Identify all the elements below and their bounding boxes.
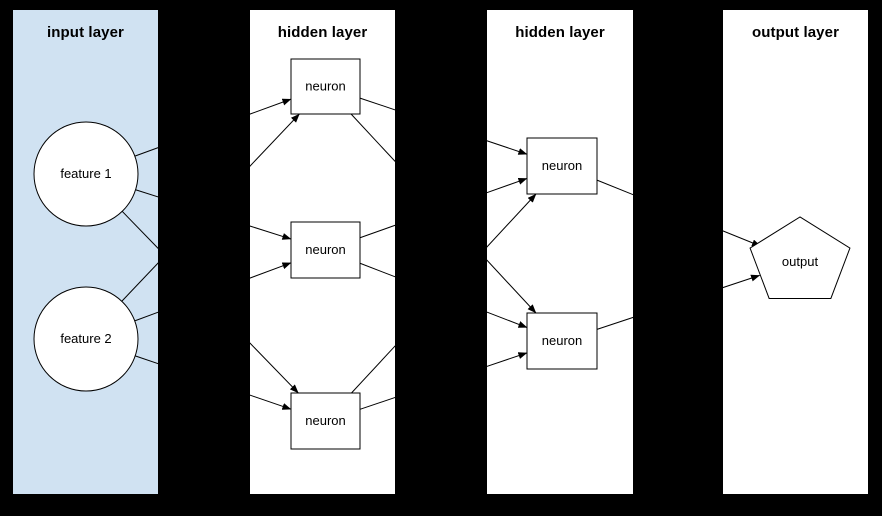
connection-feature-1-to-h1-neuron-2 xyxy=(135,189,158,198)
connection-h1-neuron-2-to-h2-neuron-1 xyxy=(359,224,395,239)
connection-h1-neuron-3-to-h2-neuron-1 xyxy=(351,345,395,394)
hidden-layer-1-graphics: neuron neuron neuron xyxy=(250,58,395,450)
connection-h2-neuron-1-to-output-node xyxy=(596,179,633,196)
node-h2-neuron-1[interactable]: neuron xyxy=(526,137,598,195)
connection-h2-neuron-2-to-output-node xyxy=(723,274,761,289)
node-output-node[interactable]: output xyxy=(749,216,851,299)
connection-h2-neuron-1-to-output-node xyxy=(723,230,761,247)
node-label-feature-2: feature 2 xyxy=(60,331,111,346)
connection-feature-2-to-h1-neuron-1 xyxy=(250,113,300,167)
rect-shape-h2-neuron-1 xyxy=(526,137,598,195)
node-label-feature-1: feature 1 xyxy=(60,166,111,181)
connection-h1-neuron-1-to-h2-neuron-1 xyxy=(487,140,528,155)
layer-panel-input[interactable]: input layer feature 1 feature 2 xyxy=(13,10,158,494)
connection-feature-1-to-h1-neuron-1 xyxy=(250,98,292,115)
node-label-h2-neuron-1: neuron xyxy=(542,158,582,173)
connection-feature-1-to-h1-neuron-3 xyxy=(121,210,158,249)
connection-h1-neuron-1-to-h2-neuron-1 xyxy=(359,97,395,111)
output-layer-graphics: output xyxy=(723,216,851,299)
connection-h1-neuron-3-to-h2-neuron-2 xyxy=(487,352,528,367)
connection-h1-neuron-1-to-h2-neuron-2 xyxy=(487,259,537,314)
rect-shape-h1-neuron-3 xyxy=(290,392,361,450)
node-label-h1-neuron-1: neuron xyxy=(305,79,345,94)
node-feature-1[interactable]: feature 1 xyxy=(33,121,139,227)
connection-feature-2-to-h1-neuron-3 xyxy=(250,394,292,410)
rect-shape-h2-neuron-2 xyxy=(526,312,598,370)
connection-feature-1-to-h1-neuron-1 xyxy=(134,147,158,157)
pentagon-shape-output-node xyxy=(749,216,851,299)
node-label-h2-neuron-2: neuron xyxy=(542,333,582,348)
connection-feature-2-to-h1-neuron-2 xyxy=(134,311,158,322)
connection-h1-neuron-2-to-h2-neuron-2 xyxy=(359,262,395,278)
layer-title-hidden-1: hidden layer xyxy=(277,24,368,41)
node-h1-neuron-3[interactable]: neuron xyxy=(290,392,361,450)
connection-h1-neuron-2-to-h2-neuron-2 xyxy=(487,311,528,328)
node-label-h1-neuron-3: neuron xyxy=(305,413,345,428)
connection-feature-1-to-h1-neuron-2 xyxy=(250,225,292,240)
node-h1-neuron-1[interactable]: neuron xyxy=(290,58,361,115)
input-layer-graphics: feature 1 feature 2 xyxy=(33,121,158,392)
connection-feature-1-to-h1-neuron-3 xyxy=(250,342,299,394)
connection-h1-neuron-3-to-h2-neuron-1 xyxy=(487,193,537,248)
layer-panel-output[interactable]: output layer output xyxy=(723,10,868,494)
circle-shape-feature-1 xyxy=(33,121,139,227)
rect-shape-h1-neuron-1 xyxy=(290,58,361,115)
connection-h2-neuron-2-to-output-node xyxy=(596,316,633,330)
connection-h1-neuron-1-to-h2-neuron-2 xyxy=(350,113,395,163)
layer-panel-hidden-2[interactable]: hidden layer neuron neuron xyxy=(487,10,633,494)
node-h1-neuron-2[interactable]: neuron xyxy=(290,221,361,279)
rect-shape-h1-neuron-2 xyxy=(290,221,361,279)
connection-feature-2-to-h1-neuron-1 xyxy=(121,262,158,302)
connection-h1-neuron-3-to-h2-neuron-2 xyxy=(359,396,395,410)
hidden-layer-2-graphics: neuron neuron xyxy=(487,137,633,370)
connection-h1-neuron-2-to-h2-neuron-1 xyxy=(487,177,528,194)
node-feature-2[interactable]: feature 2 xyxy=(33,286,139,392)
connection-feature-2-to-h1-neuron-3 xyxy=(135,355,158,365)
layer-title-output: output layer xyxy=(751,24,840,41)
connection-feature-2-to-h1-neuron-2 xyxy=(250,262,292,279)
node-label-h1-neuron-2: neuron xyxy=(305,242,345,257)
layer-title-input: input layer xyxy=(47,24,124,41)
layer-title-hidden-2: hidden layer xyxy=(515,24,605,41)
layer-panel-hidden-1[interactable]: hidden layer neuron neuron neuron xyxy=(250,10,395,494)
circle-shape-feature-2 xyxy=(33,286,139,392)
node-label-output-node: output xyxy=(782,254,819,269)
node-h2-neuron-2[interactable]: neuron xyxy=(526,312,598,370)
